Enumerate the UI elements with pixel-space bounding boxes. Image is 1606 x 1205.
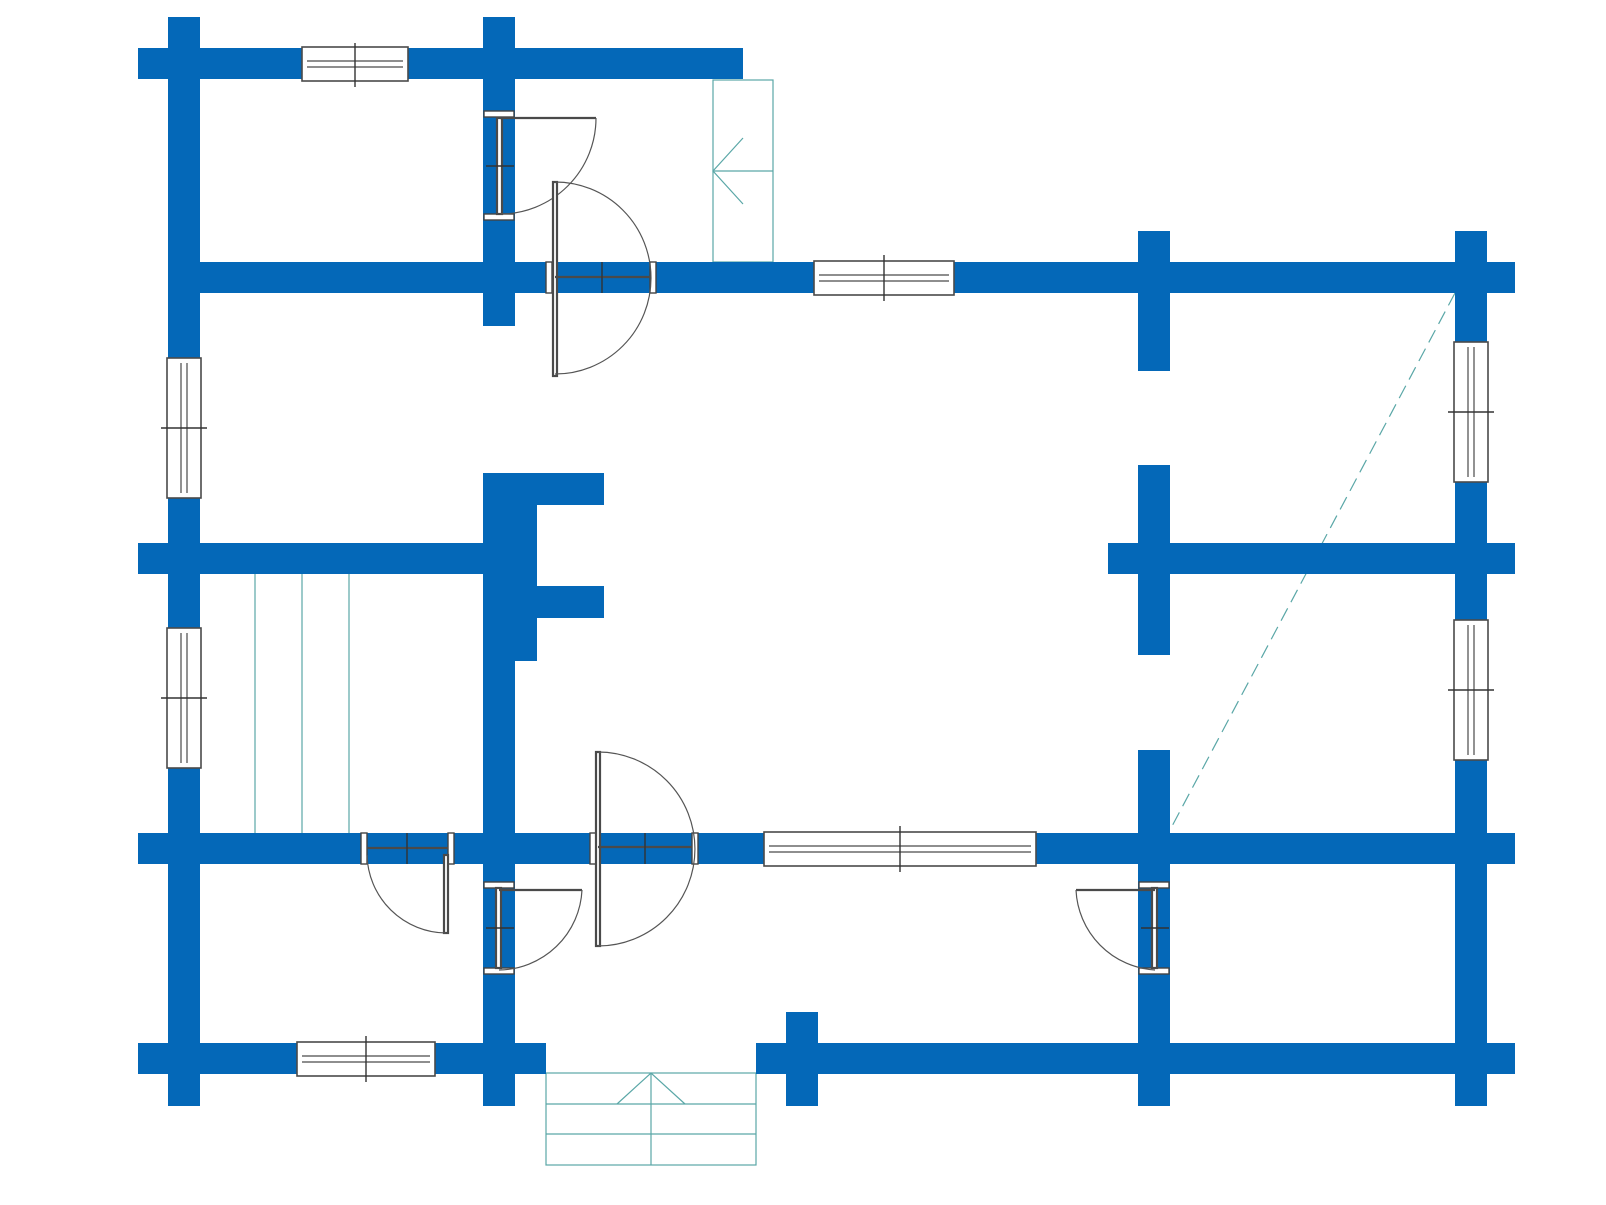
door-under-stair <box>360 832 455 935</box>
door-lower-vertical-left <box>483 881 583 975</box>
door-upper-double <box>545 180 657 378</box>
window-top-left <box>301 43 409 87</box>
window-left-upper <box>161 357 207 499</box>
door-lower-vertical-right <box>1075 881 1170 975</box>
window-right-upper <box>1448 341 1494 483</box>
entrance-steps <box>545 1072 757 1166</box>
window-bottom-left <box>296 1036 436 1082</box>
windows <box>161 43 1494 1082</box>
window-right-lower <box>1448 619 1494 761</box>
door-upper-small <box>483 110 597 221</box>
doors <box>360 110 1170 975</box>
door-lower-double <box>589 750 699 948</box>
window-top-middle <box>813 255 955 301</box>
window-left-lower <box>161 627 207 769</box>
interior-staircase <box>254 561 350 833</box>
window-bottom-middle-wide <box>763 826 1037 872</box>
